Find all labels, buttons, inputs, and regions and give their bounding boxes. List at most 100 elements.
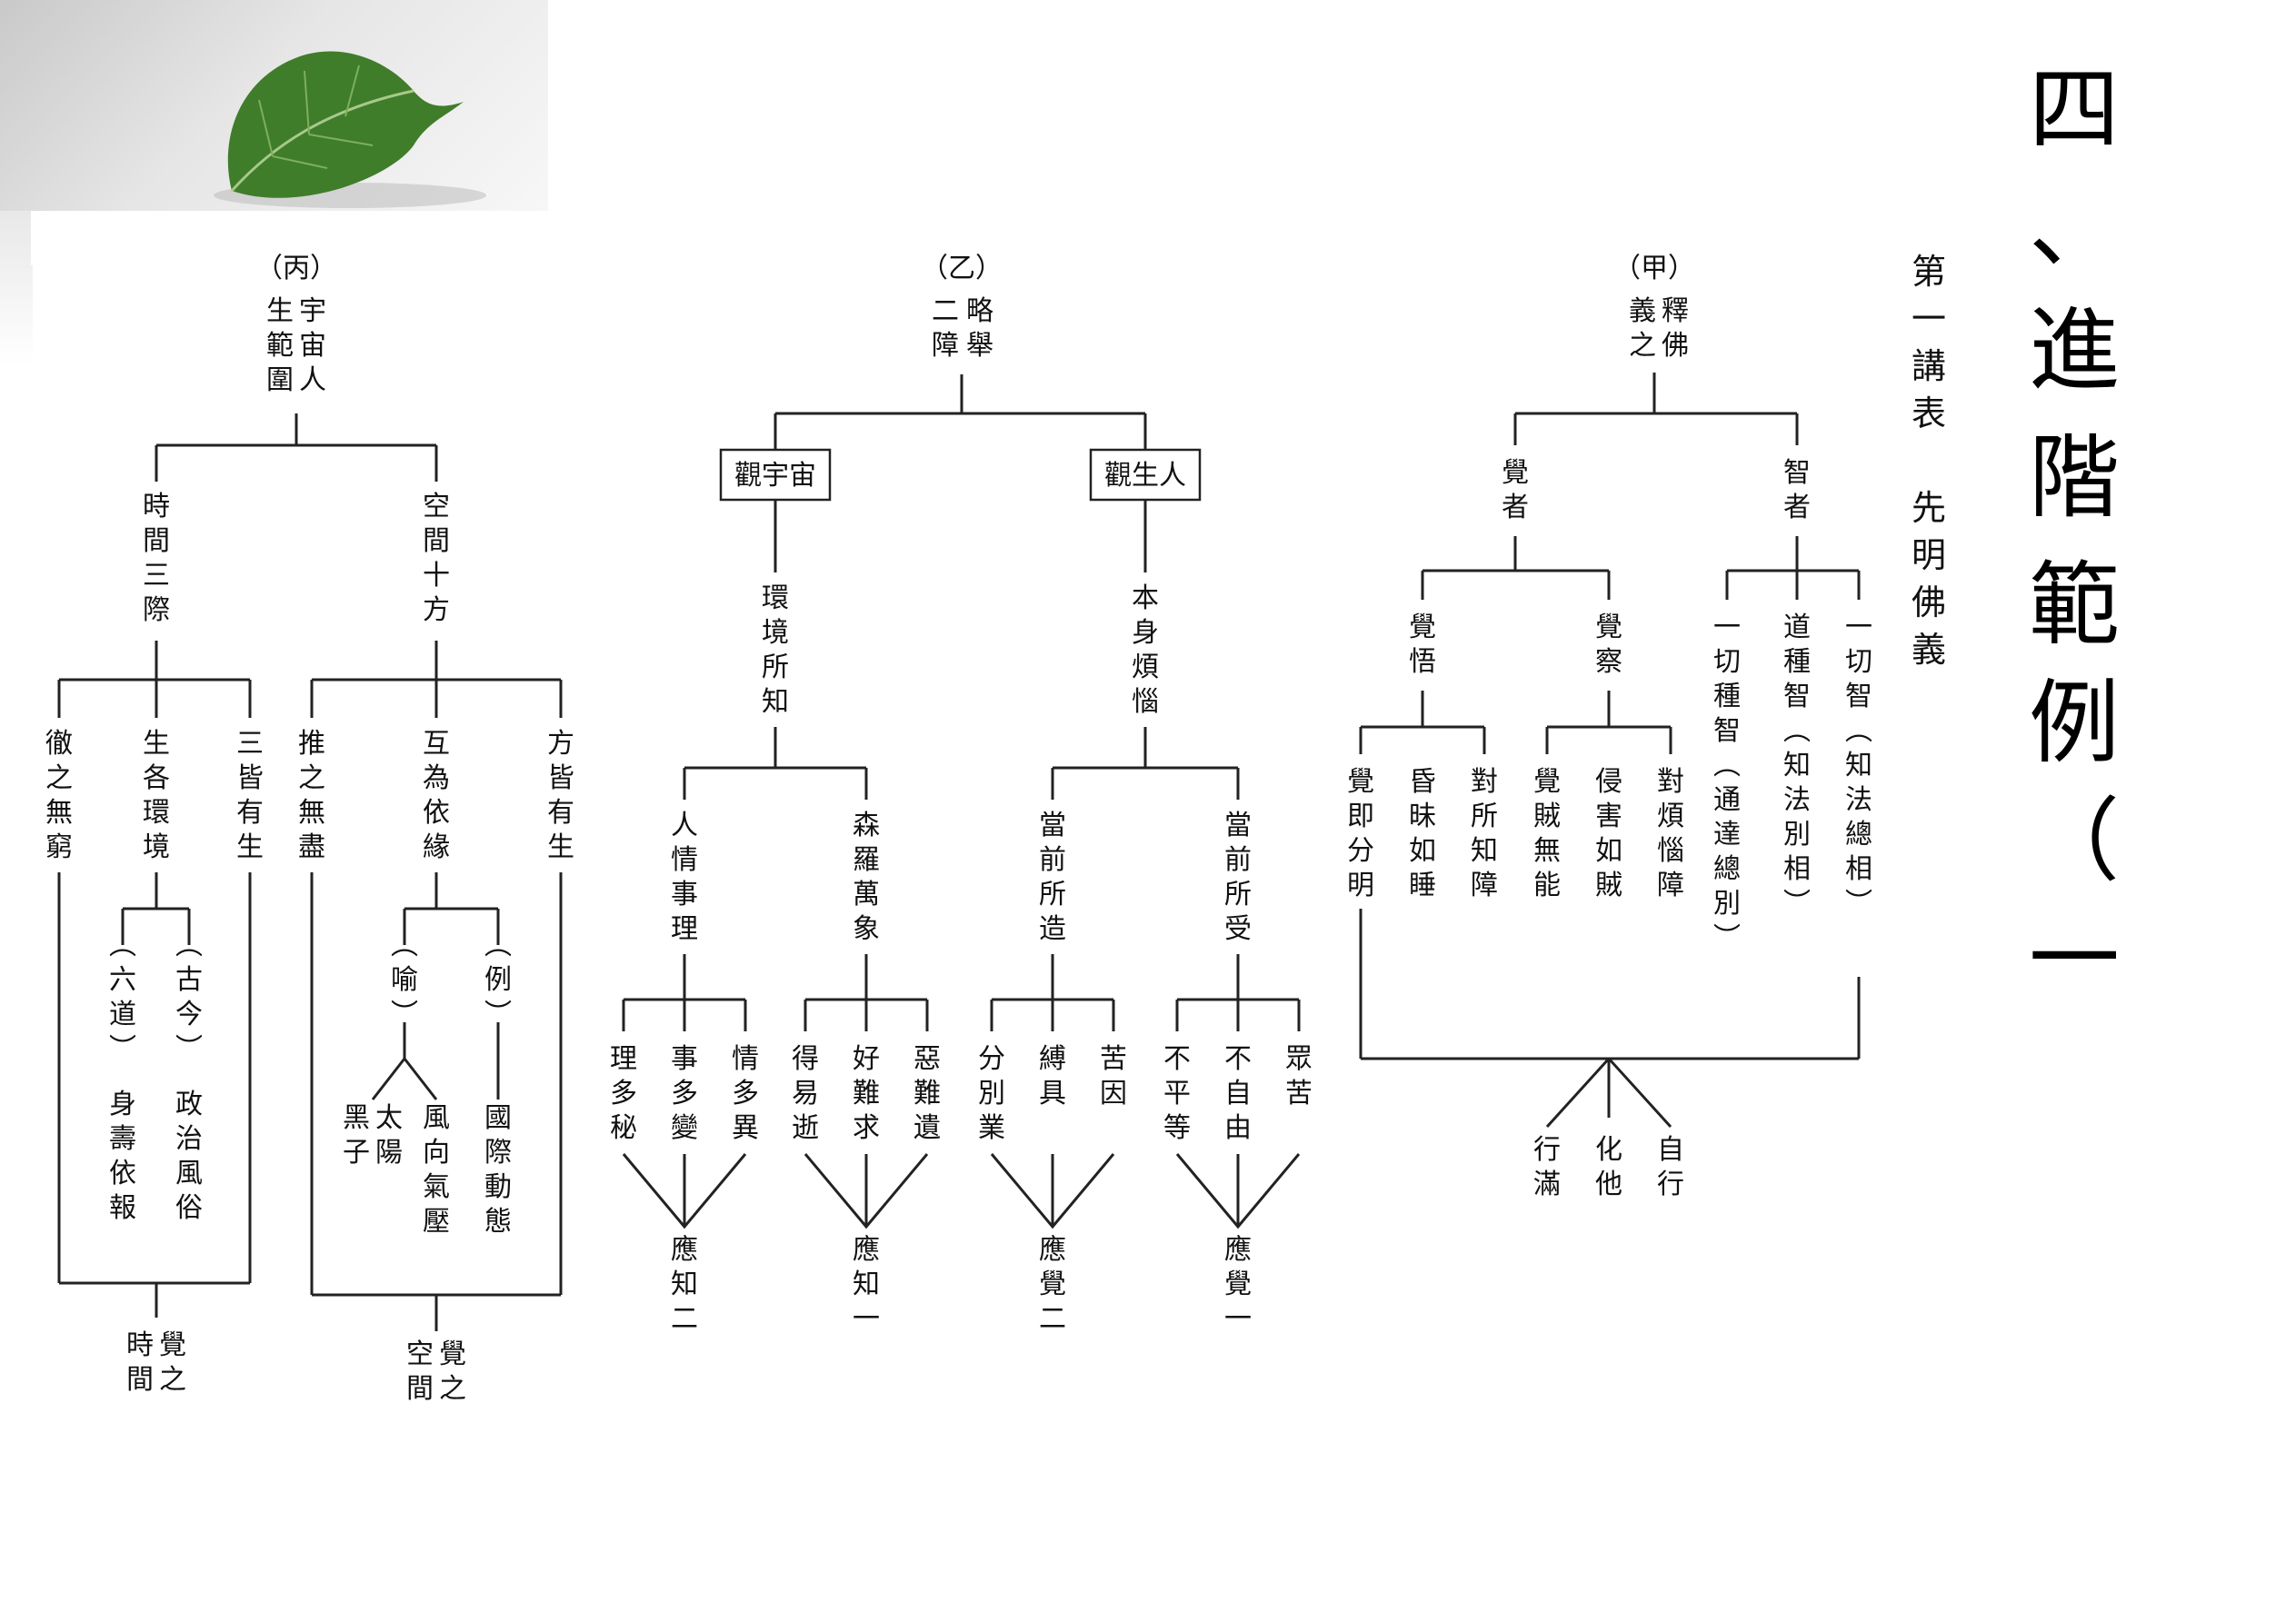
svg-text:三: 三: [236, 728, 264, 760]
svg-text:二: 二: [1039, 1303, 1066, 1335]
svg-text:無: 無: [45, 797, 73, 829]
result-0: 行滿: [1533, 1134, 1561, 1200]
svg-text:︶: ︶: [109, 1033, 136, 1065]
title-char-6: 例: [2029, 670, 2120, 776]
li: ︵例︶: [484, 930, 512, 1030]
title-char-3: 進: [2029, 297, 2120, 403]
title-char-4: 階: [2029, 424, 2120, 531]
svg-text:一: 一: [1713, 612, 1741, 643]
svg-text:六: 六: [109, 964, 136, 996]
svg-text:境: 境: [143, 831, 170, 863]
svg-text:本: 本: [1132, 582, 1159, 614]
svg-text:間: 間: [143, 525, 170, 557]
svg-text:者: 者: [1783, 492, 1811, 523]
yu: ︵喻︶: [391, 930, 418, 1030]
svg-text:理: 理: [610, 1043, 637, 1075]
svg-text:宙: 宙: [299, 330, 326, 362]
svg-text:自: 自: [1224, 1078, 1252, 1110]
guan-yuzhou: 觀宇宙: [734, 460, 816, 492]
svg-text:之: 之: [45, 762, 73, 794]
end-3: 應覺一: [1224, 1234, 1252, 1335]
svg-text:依: 依: [423, 797, 450, 829]
svg-text:相: 相: [1783, 853, 1811, 885]
svg-text:環: 環: [143, 797, 170, 829]
svg-text:人: 人: [299, 364, 326, 396]
svg-text:三: 三: [143, 560, 170, 592]
svg-text:多: 多: [671, 1078, 698, 1110]
svg-text:一: 一: [1224, 1303, 1252, 1335]
svg-text:應: 應: [1224, 1234, 1252, 1266]
jia-tag: （甲）: [1613, 253, 1695, 284]
svg-text:應: 應: [671, 1234, 698, 1266]
svg-text:總: 總: [1713, 853, 1741, 885]
svg-text:明: 明: [1347, 870, 1374, 901]
svg-text:悟: 悟: [1409, 646, 1436, 678]
svg-text:陽: 陽: [375, 1137, 403, 1169]
svg-text:︶: ︶: [484, 999, 512, 1030]
svg-text:不: 不: [1163, 1043, 1191, 1075]
photo-fade: [0, 211, 33, 365]
leaf-photo: [0, 0, 548, 211]
svg-text:生: 生: [143, 728, 170, 760]
svg-text:︶: ︶: [1845, 888, 1872, 920]
svg-text:古: 古: [175, 964, 203, 996]
svg-text:相: 相: [1845, 853, 1872, 885]
svg-text:依: 依: [109, 1158, 136, 1189]
svg-text:推: 推: [298, 728, 325, 760]
svg-text:︶: ︶: [1713, 922, 1741, 954]
svg-text:之: 之: [298, 762, 325, 794]
svg-text:賊: 賊: [1595, 870, 1622, 901]
svg-text:易: 易: [792, 1078, 819, 1110]
svg-text:智: 智: [1713, 715, 1741, 747]
svg-text:之: 之: [1629, 330, 1656, 362]
svg-text:達: 達: [1713, 819, 1741, 851]
svg-text:分: 分: [978, 1043, 1005, 1075]
svg-text:眾: 眾: [1285, 1043, 1313, 1075]
svg-text:時: 時: [143, 491, 170, 522]
svg-text:察: 察: [1595, 646, 1622, 678]
svg-text:事: 事: [671, 1043, 698, 1075]
svg-text:對: 對: [1657, 766, 1684, 798]
svg-text:︵: ︵: [391, 930, 418, 961]
svg-text:壓: 壓: [423, 1206, 450, 1238]
jue-zhe: 覺者: [1502, 457, 1529, 523]
title-char-8: 一: [2029, 906, 2120, 1012]
svg-text:佛: 佛: [1662, 330, 1689, 362]
svg-text:態: 態: [484, 1206, 512, 1238]
gujin: ︵古今︶: [175, 930, 203, 1065]
svg-text:十: 十: [423, 560, 450, 592]
svg-text:︵: ︵: [1713, 750, 1741, 781]
svg-text:所: 所: [1039, 879, 1066, 911]
svg-text:覺: 覺: [1595, 612, 1622, 643]
svg-text:為: 為: [423, 762, 450, 794]
svg-text:害: 害: [1595, 801, 1622, 832]
svg-text:受: 受: [1224, 913, 1252, 945]
renqing_items-1: 事多變: [671, 1043, 698, 1144]
bodhi-leaf-image: [214, 51, 486, 208]
svg-text:圍: 圍: [266, 364, 294, 396]
svg-text:總: 總: [1845, 819, 1872, 851]
svg-text:方: 方: [423, 594, 450, 626]
guan-rensheng: 觀生人: [1104, 460, 1186, 492]
svg-text:難: 難: [913, 1078, 941, 1110]
svg-text:他: 他: [1595, 1169, 1622, 1200]
svg-text:際: 際: [484, 1137, 512, 1169]
svg-text:皆: 皆: [547, 762, 574, 794]
title-char-1: 四: [2029, 56, 2120, 163]
svg-text:有: 有: [547, 797, 574, 829]
svg-text:風: 風: [175, 1158, 203, 1189]
svg-text:化: 化: [1595, 1134, 1622, 1166]
